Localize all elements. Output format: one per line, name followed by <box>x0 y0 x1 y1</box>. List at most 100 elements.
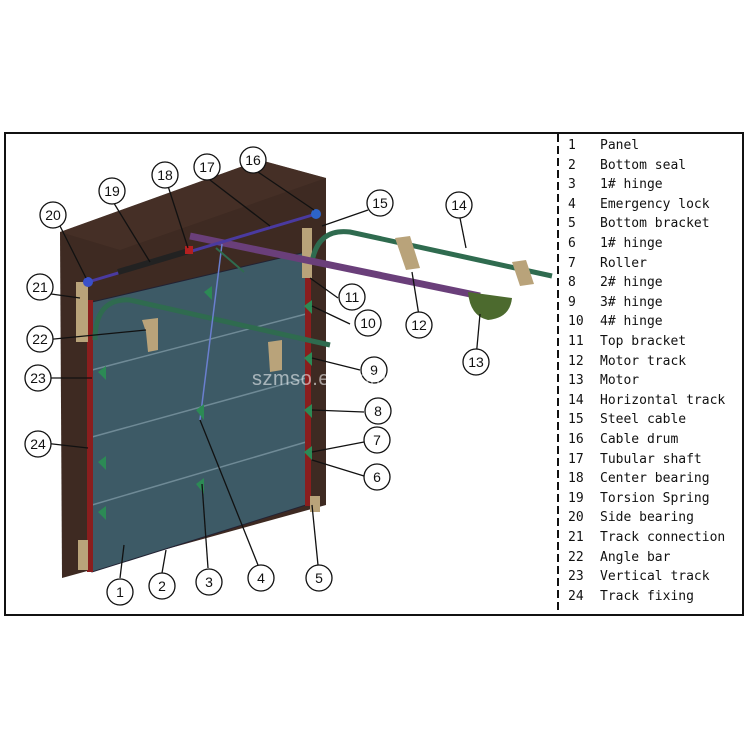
top-bracket-right <box>302 228 312 278</box>
wall-top <box>60 160 326 250</box>
legend-label: Motor <box>600 373 640 389</box>
callout-leaders <box>43 171 481 579</box>
callout-4: 4 <box>247 564 275 592</box>
legend-number: 7 <box>568 255 576 271</box>
panel-section-lines <box>91 313 307 506</box>
svg-text:19: 19 <box>104 183 120 199</box>
legend-label: Emergency lock <box>600 196 710 212</box>
callout-21: 21 <box>26 273 54 301</box>
motor-track <box>189 232 481 300</box>
legend-number: 13 <box>568 373 584 389</box>
hinges <box>98 286 312 520</box>
legend-number: 5 <box>568 216 576 232</box>
legend-number: 12 <box>568 353 584 369</box>
legend-label: Motor track <box>600 353 687 369</box>
legend-number: 17 <box>568 451 584 467</box>
svg-text:12: 12 <box>411 317 427 333</box>
callout-19: 19 <box>98 177 126 205</box>
svg-text:14: 14 <box>451 197 467 213</box>
legend-label: 1# hinge <box>600 177 663 193</box>
legend-label: 1# hinge <box>600 236 663 251</box>
callout-2: 2 <box>148 572 176 600</box>
callout-8: 8 <box>364 397 392 425</box>
legend-label: Vertical track <box>600 569 710 585</box>
legend-number: 3 <box>568 177 576 193</box>
svg-text:5: 5 <box>315 570 323 586</box>
legend-label: 2# hinge <box>600 275 663 291</box>
callout-9: 9 <box>360 356 388 384</box>
vertical-track-right <box>305 248 311 506</box>
track-connection-bracket <box>76 282 88 342</box>
callout-13: 13 <box>462 348 490 376</box>
svg-text:9: 9 <box>370 362 378 378</box>
legend-number: 23 <box>568 569 584 585</box>
svg-text:21: 21 <box>32 279 48 295</box>
center-bearing <box>185 246 193 254</box>
callout-7: 7 <box>363 426 391 454</box>
callout-16: 16 <box>239 146 267 174</box>
svg-text:8: 8 <box>374 403 382 419</box>
callout-23: 23 <box>24 364 52 392</box>
legend-label: Angle bar <box>600 549 671 565</box>
svg-text:24: 24 <box>30 436 46 452</box>
legend-number: 1 <box>568 138 576 153</box>
legend-number: 2 <box>568 157 576 173</box>
svg-text:20: 20 <box>45 207 61 223</box>
svg-text:1: 1 <box>116 584 124 600</box>
svg-text:16: 16 <box>245 152 261 168</box>
legend-label: 3# hinge <box>600 294 663 310</box>
legend-number: 14 <box>568 392 584 408</box>
vertical-track-left <box>87 300 93 572</box>
callout-14: 14 <box>445 191 473 219</box>
angle-bar-left <box>142 318 158 352</box>
svg-text:10: 10 <box>360 315 376 331</box>
callout-24: 24 <box>24 430 52 458</box>
steel-cable <box>199 243 223 421</box>
callout-12: 12 <box>405 311 433 339</box>
callout-circles: 1 2 3 4 5 6 7 8 9 10 11 12 13 14 15 16 1… <box>24 146 490 606</box>
svg-text:3: 3 <box>205 574 213 590</box>
legend-label: Steel cable <box>600 412 687 428</box>
legend-number: 4 <box>568 196 576 212</box>
svg-text:6: 6 <box>373 469 381 485</box>
legend-label: Track fixing <box>600 588 694 604</box>
callout-3: 3 <box>195 568 223 596</box>
callout-6: 6 <box>363 463 391 491</box>
legend-number: 21 <box>568 530 584 545</box>
svg-text:4: 4 <box>257 570 265 586</box>
legend-label: 4# hinge <box>600 314 663 330</box>
callout-5: 5 <box>305 564 333 592</box>
svg-text:23: 23 <box>30 370 46 386</box>
legend-label: Torsion Spring <box>600 490 710 506</box>
motor <box>468 292 512 320</box>
legend-label: Track connection <box>600 530 726 545</box>
svg-text:15: 15 <box>372 195 388 211</box>
callout-18: 18 <box>151 161 179 189</box>
legend-number: 18 <box>568 471 584 487</box>
horizontal-track-left <box>92 297 331 348</box>
svg-text:11: 11 <box>345 289 360 305</box>
svg-text:13: 13 <box>468 354 484 370</box>
legend-number: 9 <box>568 294 576 310</box>
legend-label: Tubular shaft <box>600 451 702 467</box>
callout-22: 22 <box>26 325 54 353</box>
legend-label: Center bearing <box>600 471 710 487</box>
track-fixing-left <box>78 540 88 570</box>
callout-10: 10 <box>354 309 382 337</box>
svg-text:2: 2 <box>158 578 166 594</box>
callout-15: 15 <box>366 189 394 217</box>
legend-number: 20 <box>568 510 584 526</box>
callout-1: 1 <box>106 578 134 606</box>
legend-number: 16 <box>568 432 584 447</box>
svg-text:18: 18 <box>157 167 173 183</box>
legend-label: Roller <box>600 255 647 271</box>
legend-label: Side bearing <box>600 510 694 526</box>
side-bearing <box>83 277 93 287</box>
legend-number: 22 <box>568 549 584 565</box>
watermark: szmso.en.com <box>252 368 387 390</box>
horizontal-track-right <box>309 229 553 279</box>
legend-label: Top bracket <box>600 334 687 349</box>
emergency-lock <box>215 247 245 273</box>
legend-number: 15 <box>568 412 584 428</box>
